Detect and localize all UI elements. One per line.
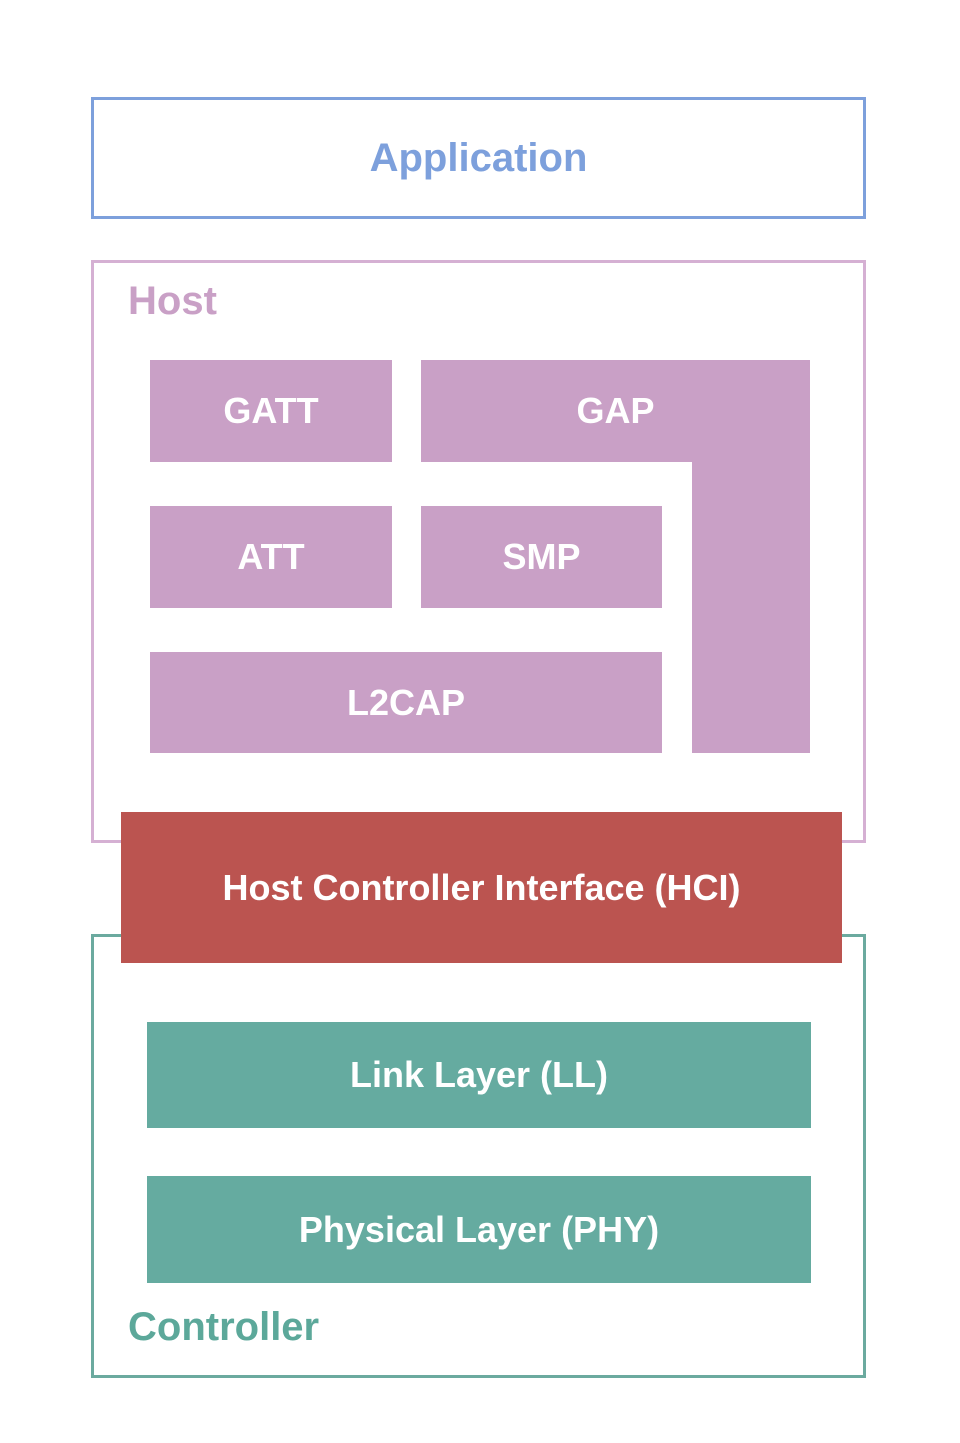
smp-block: SMP xyxy=(421,506,662,608)
l2cap-label: L2CAP xyxy=(346,681,466,723)
att-block: ATT xyxy=(150,506,392,608)
application-label: Application xyxy=(369,135,588,180)
physical-layer-label: Physical Layer (PHY) xyxy=(298,1208,660,1250)
smp-label: SMP xyxy=(502,536,581,577)
physical-layer-block: Physical Layer (PHY) xyxy=(147,1176,811,1283)
gap-label: GAP xyxy=(576,390,655,431)
gatt-block: GATT xyxy=(150,360,392,462)
controller-box: Link Layer (LL) Physical Layer (PHY) Con… xyxy=(91,934,866,1378)
application-box: Application xyxy=(91,97,866,219)
gap-block-vertical-strip xyxy=(692,460,810,753)
controller-label: Controller xyxy=(128,1305,320,1349)
hci-label: Host Controller Interface (HCI) xyxy=(222,866,741,908)
hci-block: Host Controller Interface (HCI) xyxy=(121,812,842,963)
gap-block: GAP xyxy=(421,360,810,462)
host-box: Host GATT GAP ATT SMP L2CAP xyxy=(91,260,866,843)
host-label: Host xyxy=(128,279,217,323)
link-layer-label: Link Layer (LL) xyxy=(349,1054,609,1095)
l2cap-block: L2CAP xyxy=(150,652,662,753)
att-label: ATT xyxy=(237,536,305,577)
gatt-label: GATT xyxy=(223,390,319,431)
link-layer-block: Link Layer (LL) xyxy=(147,1022,811,1128)
